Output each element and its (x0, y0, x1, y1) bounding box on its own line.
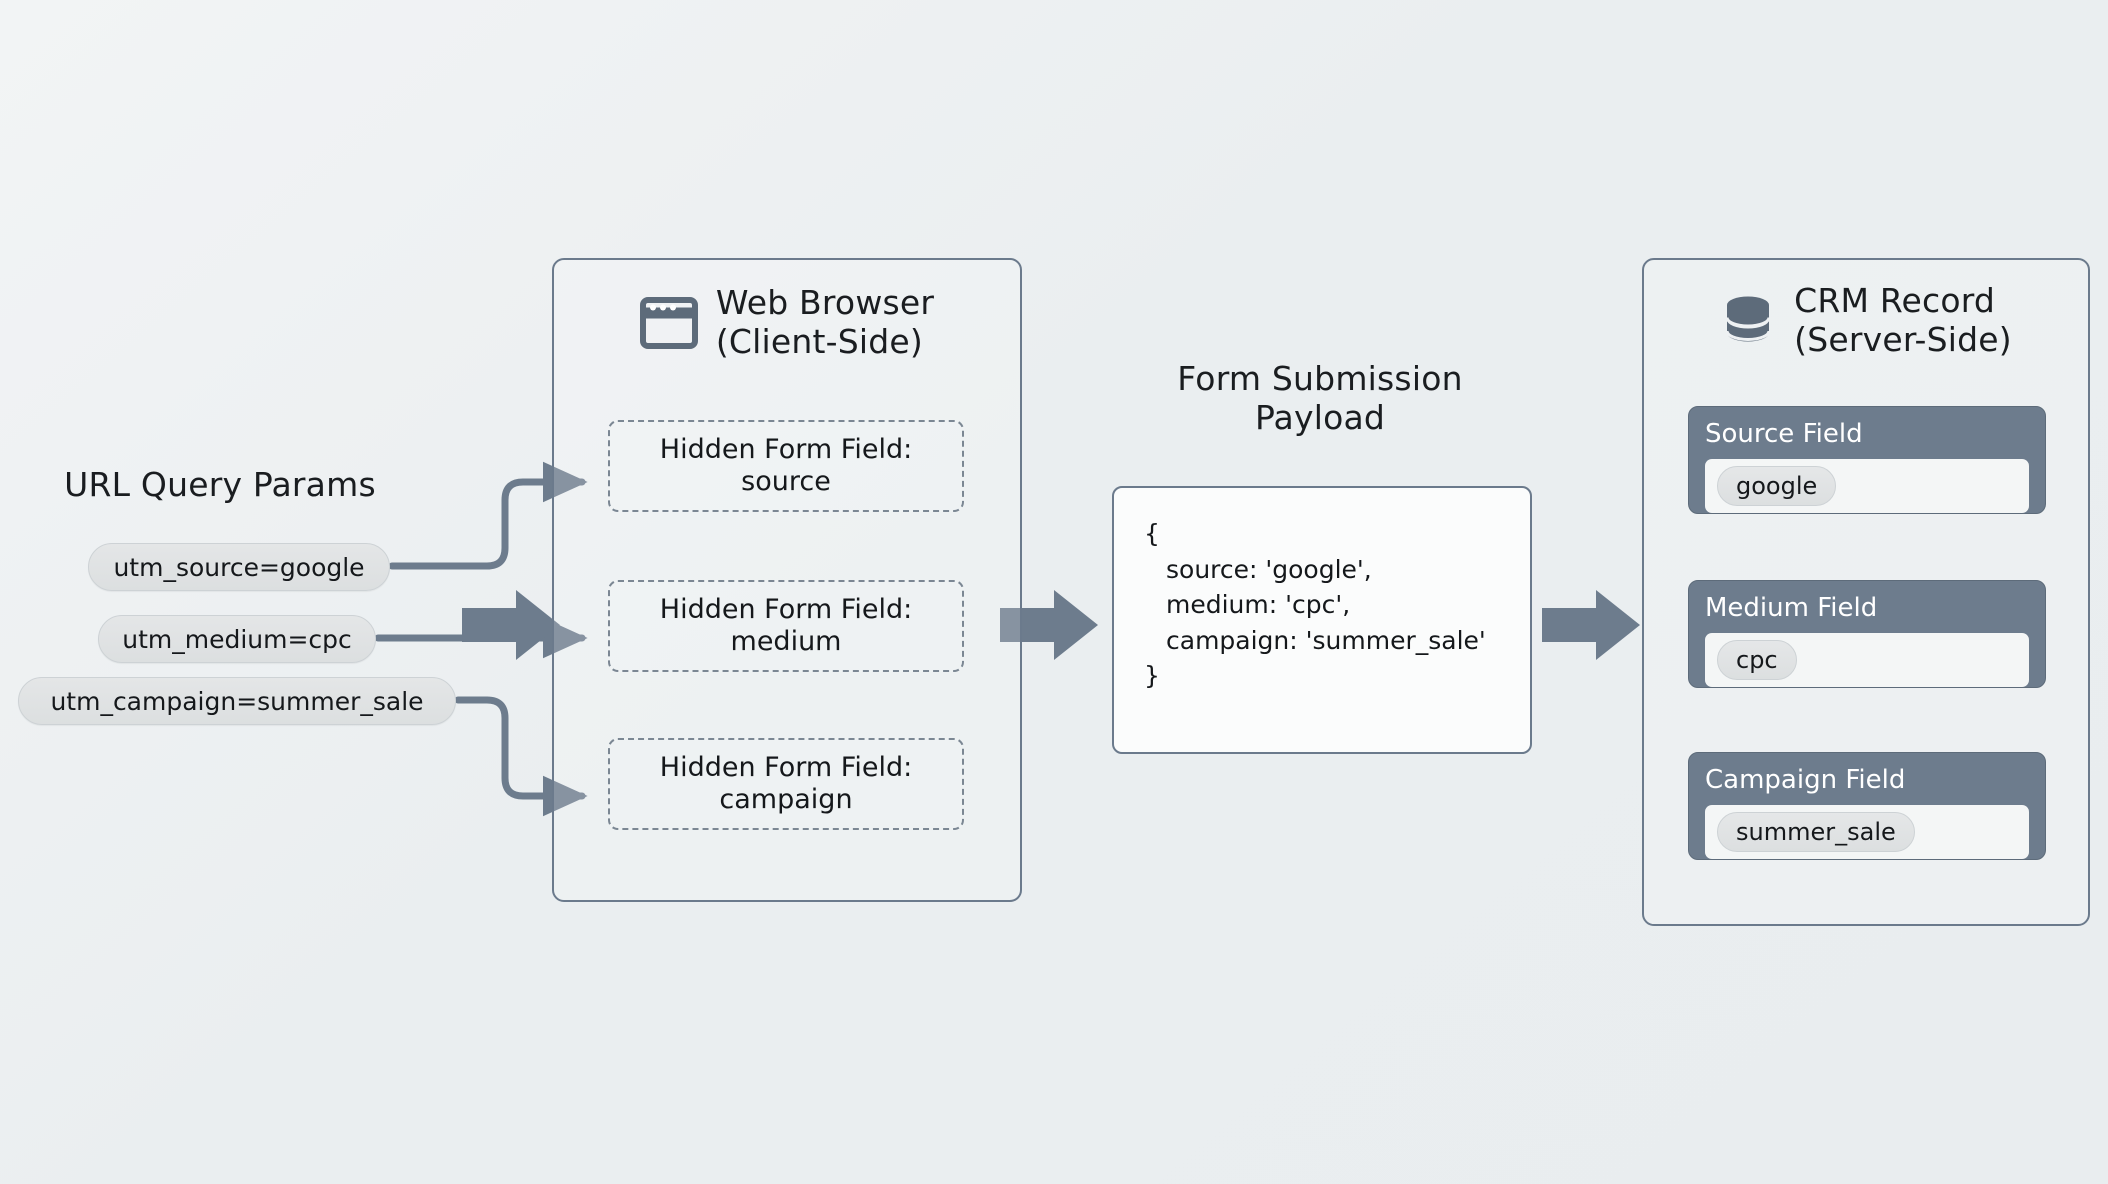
payload-line-close: } (1144, 661, 1160, 690)
payload-code-box: { source: 'google', medium: 'cpc', campa… (1112, 486, 1532, 754)
database-icon (1720, 293, 1776, 349)
crm-field-card-campaign[interactable]: Campaign Field summer_sale (1688, 752, 2046, 860)
web-browser-header: Web Browser (Client-Side) (554, 283, 1020, 362)
url-param-pill-campaign[interactable]: utm_campaign=summer_sale (18, 677, 456, 725)
hidden-form-field-campaign-box: Hidden Form Field: campaign (608, 738, 964, 830)
block-arrow-payload-to-crm (1542, 590, 1640, 660)
crm-field-label-source: Source Field (1705, 419, 1863, 449)
block-arrow-params-to-browser (462, 590, 560, 660)
crm-record-title: CRM Record (Server-Side) (1794, 281, 2012, 359)
url-param-pill-medium[interactable]: utm_medium=cpc (98, 615, 376, 663)
crm-field-card-source[interactable]: Source Field google (1688, 406, 2046, 514)
crm-field-value-campaign: summer_sale (1717, 811, 1915, 852)
crm-field-slot-campaign: summer_sale (1705, 804, 2029, 859)
payload-line-medium: medium: 'cpc', (1166, 590, 1351, 619)
crm-record-header: CRM Record (Server-Side) (1644, 281, 2088, 360)
browser-window-icon (639, 296, 698, 349)
crm-field-value-source: google (1717, 465, 1837, 506)
crm-field-slot-medium: cpc (1705, 632, 2029, 687)
crm-field-slot-source: google (1705, 458, 2029, 513)
payload-title: Form Submission Payload (1177, 359, 1463, 437)
crm-field-card-medium[interactable]: Medium Field cpc (1688, 580, 2046, 688)
payload-line-campaign: campaign: 'summer_sale' (1166, 625, 1486, 655)
hidden-form-field-medium-box: Hidden Form Field: medium (608, 580, 964, 672)
hidden-form-field-source-box: Hidden Form Field: source (608, 420, 964, 512)
payload-line-open: { (1144, 519, 1160, 548)
crm-field-value-medium: cpc (1717, 639, 1797, 680)
crm-field-label-campaign: Campaign Field (1705, 765, 1906, 795)
url-param-pill-source[interactable]: utm_source=google (88, 543, 390, 591)
web-browser-title: Web Browser (Client-Side) (715, 283, 935, 361)
payload-line-source: source: 'google', (1166, 554, 1372, 584)
url-params-title: URL Query Params (64, 465, 376, 504)
crm-field-label-medium: Medium Field (1705, 593, 1878, 623)
